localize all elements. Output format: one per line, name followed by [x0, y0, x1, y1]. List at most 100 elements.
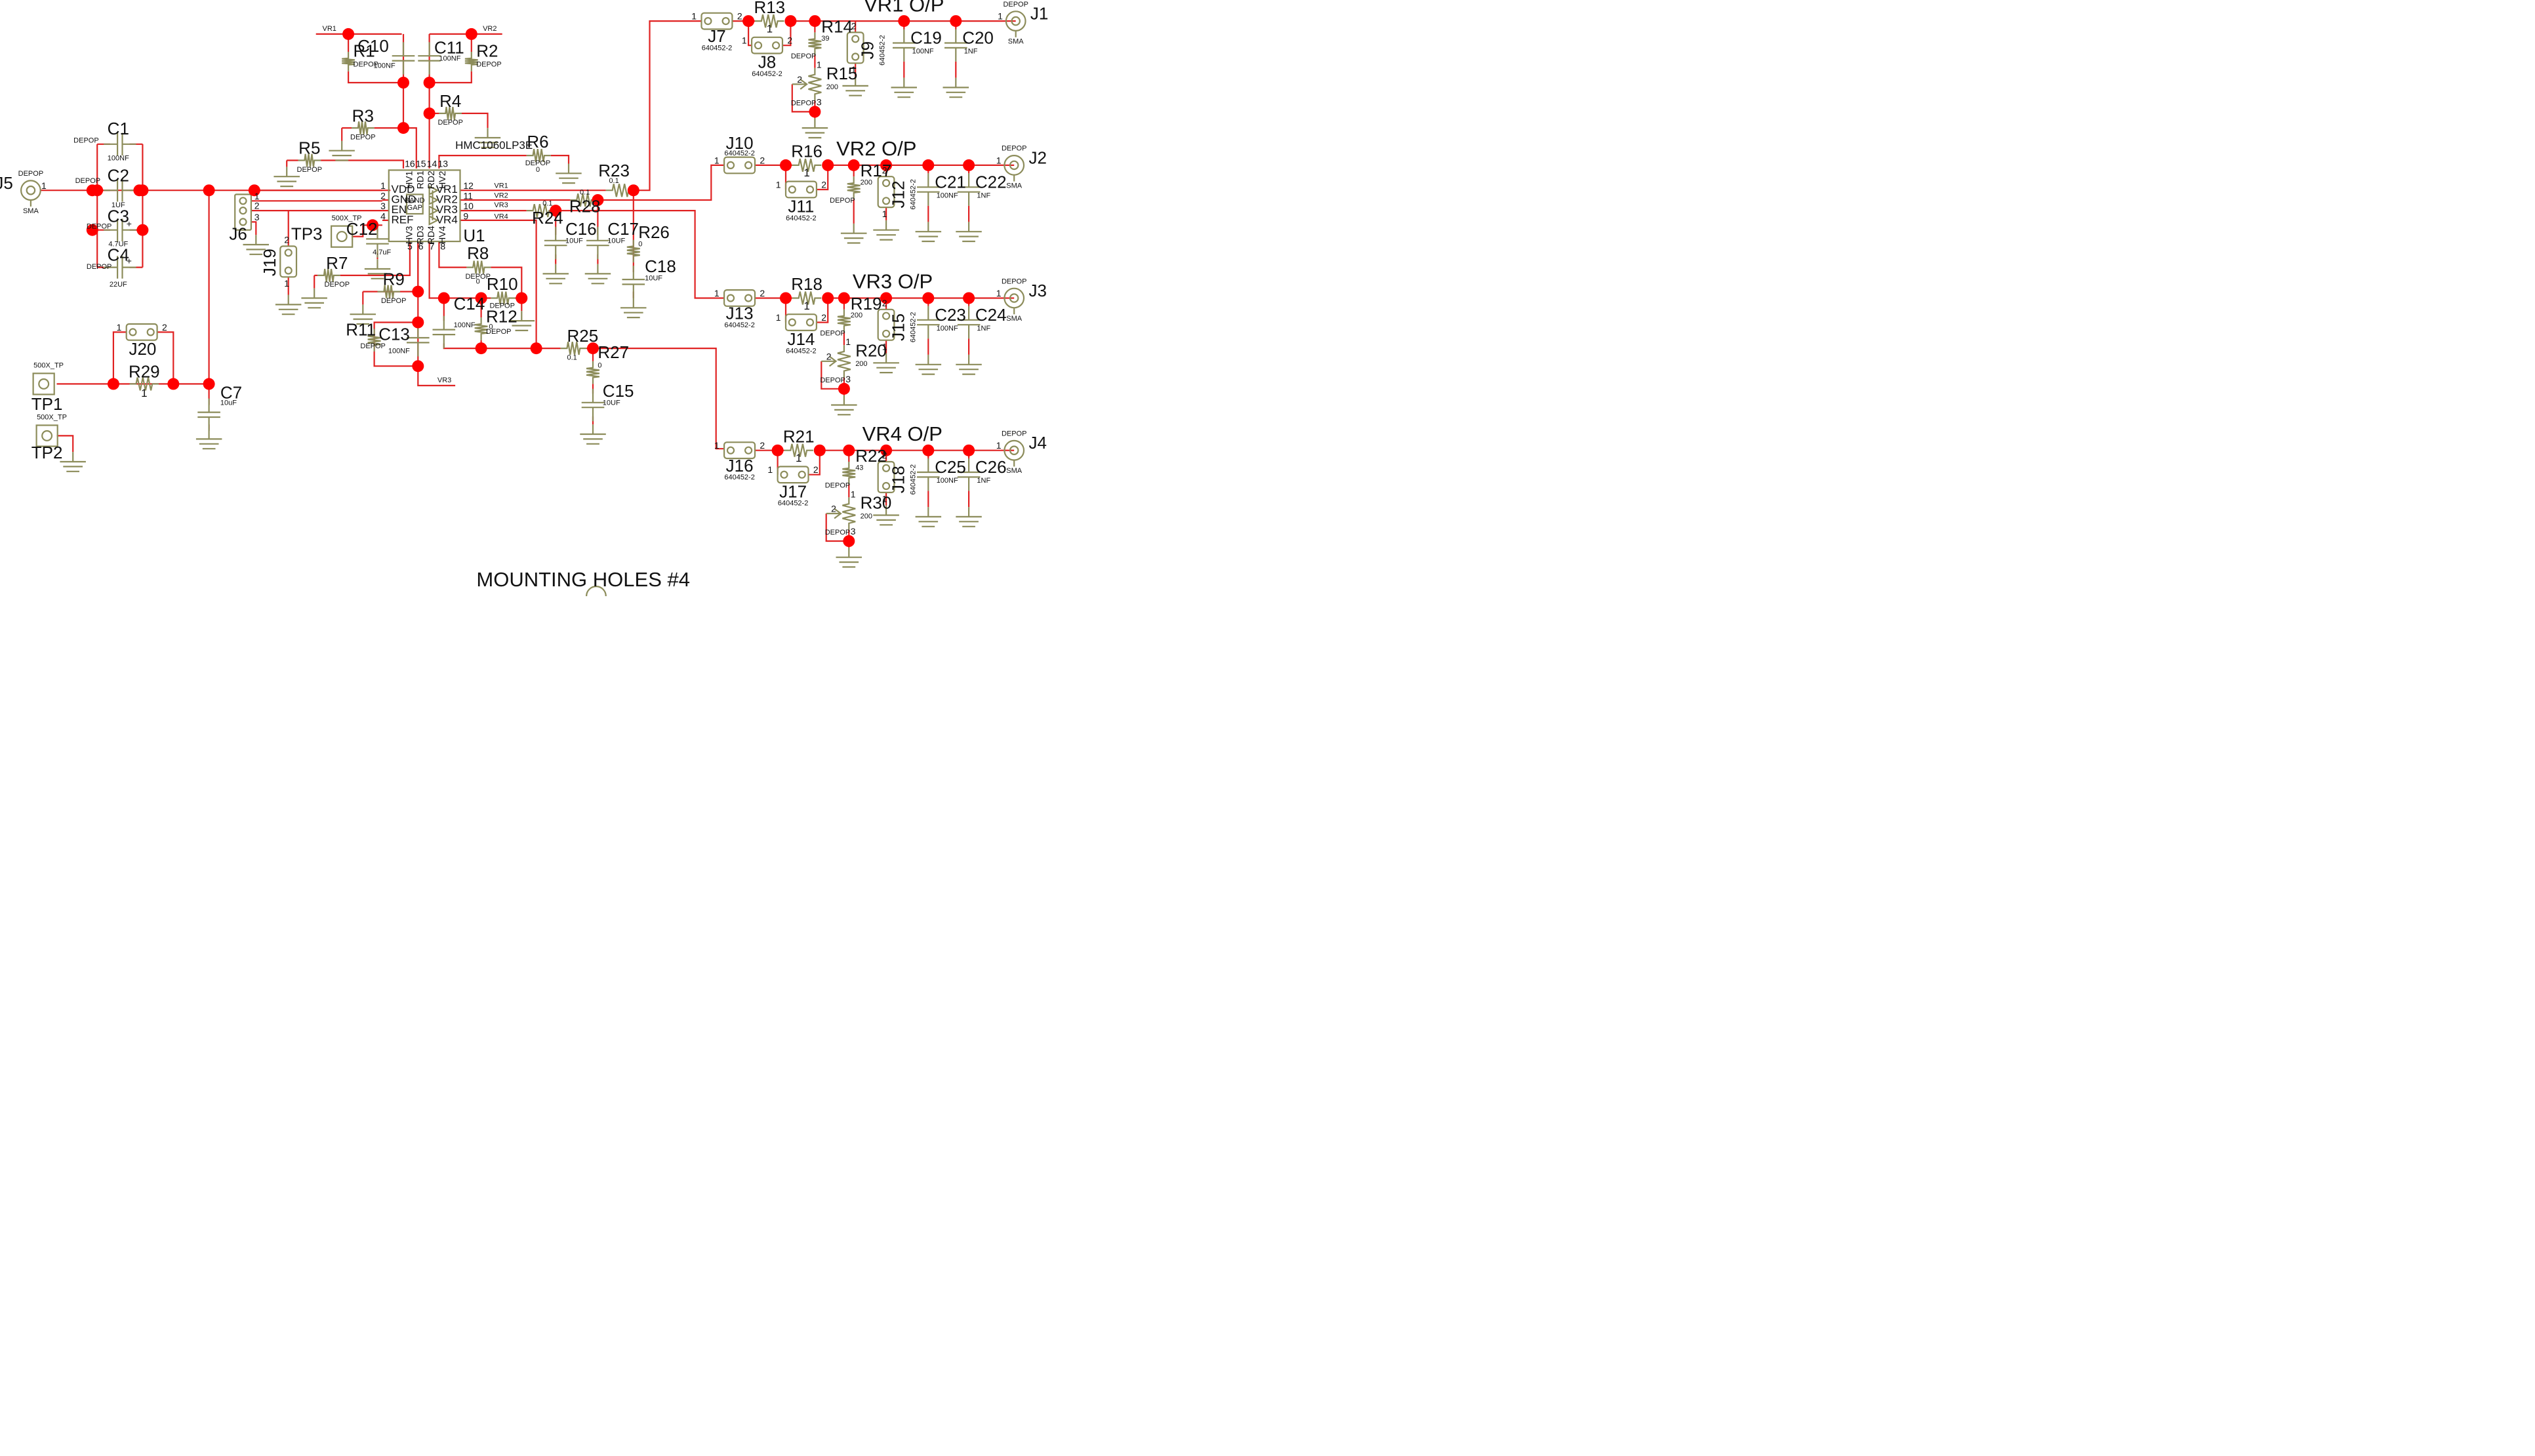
resistor-r17 — [847, 176, 861, 199]
junction-dot — [437, 292, 450, 304]
junction-dot — [342, 28, 355, 40]
pin-number: 1 — [851, 489, 856, 499]
pin-number: 1 — [776, 180, 781, 190]
wire — [443, 343, 541, 350]
ref-j16: J16 — [726, 456, 754, 475]
pin-number: 3 — [817, 97, 822, 108]
sma-connector-inner — [1009, 160, 1019, 171]
pin-number: 2 — [882, 165, 887, 175]
ic-pin-name: HV1 — [404, 171, 415, 188]
sma-type-label: SMA — [23, 207, 39, 215]
ref-c16: C16 — [565, 219, 597, 239]
junction-dot — [167, 378, 180, 390]
ref-r17: R17 — [861, 161, 892, 180]
ref-r14: R14 — [821, 16, 853, 36]
resistor-r11 — [367, 329, 381, 352]
pin-number: 1 — [996, 440, 1002, 451]
jumper-j19-pin2 — [284, 249, 293, 257]
pin-number: 1 — [845, 336, 851, 347]
junction-dot — [880, 292, 893, 304]
depop-r19: DEPOP — [820, 329, 845, 337]
sma-depop-label: DEPOP — [1002, 430, 1027, 437]
ground-c23 — [915, 354, 942, 375]
val-r18: 1 — [803, 300, 809, 312]
junction-dot — [742, 15, 755, 28]
mounting-holes-label: MOUNTING HOLES #4 — [476, 568, 690, 591]
ground-c26 — [956, 507, 982, 527]
junction-dot — [880, 159, 893, 171]
ic-pin-number: 11 — [463, 190, 473, 201]
ground-r10 — [508, 311, 535, 331]
junction-dot — [412, 316, 424, 329]
ic-pin-number: 3 — [380, 201, 386, 211]
ground-r5 — [274, 167, 300, 188]
jumper-j11-pin1 — [788, 185, 796, 194]
pin-number: 2 — [813, 464, 819, 475]
capacitor-c21 — [917, 173, 940, 206]
ground-r6 — [556, 163, 582, 184]
capacitor-c1 — [104, 132, 136, 156]
wire — [748, 21, 752, 47]
junction-dot — [587, 342, 599, 355]
val2-r8: 0 — [476, 277, 480, 285]
test-point-pad — [41, 430, 53, 441]
test-point-body — [35, 424, 58, 447]
output-title: VR1 O/P — [864, 0, 944, 16]
val-c21: 100NF — [937, 192, 958, 199]
val-r29: 1 — [141, 387, 147, 399]
ground-r20 — [831, 395, 857, 416]
ic-pin-name: RD1 — [415, 171, 425, 189]
wire — [791, 84, 815, 113]
ic-pin-name: VR3 — [436, 203, 458, 216]
val-c14: 100NF — [454, 321, 476, 329]
junction-dot — [475, 292, 487, 304]
part-j9: 640452-2 — [879, 35, 887, 66]
ic-pin-number: 8 — [440, 241, 445, 251]
bandgap-label: GAP — [407, 204, 422, 212]
net-label-vr3: VR3 — [437, 376, 451, 384]
ic-pin-number: 13 — [438, 158, 449, 169]
junction-dot — [963, 444, 975, 456]
wire — [816, 298, 829, 323]
amp-triangle — [428, 185, 439, 196]
potentiometer-r20-wiper — [821, 355, 838, 367]
junction-dot — [423, 107, 436, 119]
val-c24: 1NF — [977, 325, 990, 333]
connector-ref: J3 — [1029, 281, 1047, 300]
ic-pin-number: 14 — [427, 158, 437, 169]
capacitor-c20 — [944, 29, 967, 62]
sma-type-label: SMA — [1006, 182, 1023, 190]
capacitor-c4 — [104, 256, 136, 279]
junction-dot — [136, 224, 149, 236]
output-title: VR4 O/P — [862, 422, 943, 445]
ic-part-number: HMC1060LP3E — [455, 139, 533, 152]
part-j16: 640452-2 — [724, 474, 755, 481]
wire — [438, 241, 467, 268]
wire — [56, 435, 74, 453]
val-c1: 100NF — [108, 155, 129, 163]
ref-c3: C3 — [108, 206, 129, 226]
wire — [402, 83, 417, 169]
pin-number: 1 — [996, 288, 1002, 298]
pin-number: 2 — [284, 235, 289, 245]
pin-number: 1 — [714, 288, 720, 298]
jumper-j7-pin2 — [721, 16, 730, 26]
sma-connector-outer — [1004, 154, 1025, 176]
jumper-j7 — [700, 12, 733, 30]
sma-type-label: SMA — [1006, 467, 1023, 475]
capacitor-c12 — [366, 225, 389, 258]
jumper-j15-pin1 — [882, 329, 891, 338]
ic-pin-number: 4 — [380, 211, 386, 221]
ref-r25: R25 — [567, 326, 599, 346]
ref-j13: J13 — [726, 304, 754, 323]
junction-dot — [922, 159, 935, 171]
junction-dot — [136, 184, 149, 197]
resistor-r23 — [605, 184, 636, 197]
ground-j12 — [873, 220, 899, 241]
net-label-vr2: VR2 — [483, 25, 497, 33]
polarity-mark: + — [127, 256, 132, 266]
bandgap-label: BAND — [405, 197, 425, 205]
sma-connector-outer — [20, 180, 41, 201]
junction-dot — [809, 106, 821, 118]
pin-number: 1 — [117, 322, 122, 333]
